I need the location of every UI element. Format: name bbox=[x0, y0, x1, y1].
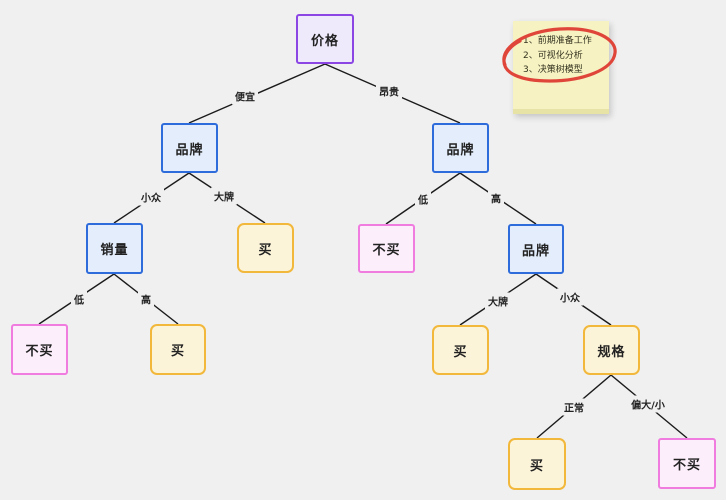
node-sales-volume: 销量 bbox=[86, 223, 143, 274]
edge-label-expensive: 昂贵 bbox=[376, 82, 402, 100]
edge-label-low-left: 低 bbox=[71, 290, 87, 308]
node-buy-leaf-2: 买 bbox=[150, 324, 206, 375]
edge-label-bigbrand-right: 大牌 bbox=[485, 292, 511, 310]
edge-label-normal: 正常 bbox=[561, 398, 587, 416]
sticky-note-line: 1、前期准备工作 bbox=[523, 36, 592, 46]
node-buy-leaf-4: 买 bbox=[508, 438, 566, 490]
node-brand-left: 品牌 bbox=[161, 123, 218, 173]
node-no-buy-leaf-1: 不买 bbox=[358, 224, 415, 273]
edge-label-high-right: 高 bbox=[488, 189, 504, 207]
node-buy-leaf-1: 买 bbox=[237, 223, 294, 273]
edge-label-niche-right: 小众 bbox=[557, 288, 583, 306]
edge-label-high-left: 高 bbox=[138, 290, 154, 308]
edge-label-bigbrand-left: 大牌 bbox=[211, 187, 237, 205]
node-buy-leaf-3: 买 bbox=[432, 325, 489, 375]
node-spec: 规格 bbox=[583, 325, 640, 375]
node-brand-right: 品牌 bbox=[432, 123, 489, 173]
sticky-note-line: 3、决策树模型 bbox=[523, 65, 583, 75]
sticky-note-line: 2、可视化分析 bbox=[523, 50, 583, 61]
edge-label-niche-left: 小众 bbox=[138, 188, 164, 206]
node-brand-right-2: 品牌 bbox=[508, 224, 564, 274]
node-no-buy-leaf-2: 不买 bbox=[11, 324, 68, 375]
sticky-note: 1、前期准备工作 2、可视化分析 3、决策树模型 bbox=[513, 21, 609, 114]
node-no-buy-leaf-3: 不买 bbox=[658, 438, 716, 489]
node-price-root: 价格 bbox=[296, 14, 354, 64]
edge-label-oversized: 偏大/小 bbox=[628, 395, 668, 413]
edge-label-low-right: 低 bbox=[415, 190, 431, 208]
edge-label-cheap: 便宜 bbox=[232, 87, 258, 105]
